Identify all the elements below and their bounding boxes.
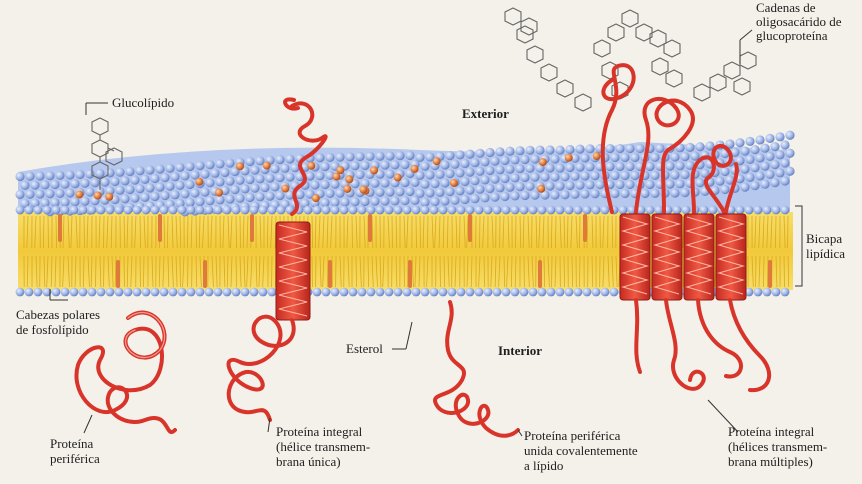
glycolipid-label: Glucolípido: [112, 95, 174, 110]
peripheral-protein: [74, 310, 177, 434]
sterol-molecules: [58, 152, 772, 288]
glycolipid-chain: [91, 117, 123, 190]
peripheral-protein-label-line2: periférica: [50, 451, 100, 466]
integral-single-label-line3: brana única): [276, 454, 341, 469]
oligosaccharide-label-line1: Cadenas de: [756, 0, 816, 15]
integral-multi-label-line2: (hélices transmem-: [728, 439, 827, 454]
bilayer-label-line1: Bicapa: [806, 231, 842, 246]
peripheral-lipid-label-line1: Proteína periférica: [524, 428, 621, 443]
integral-multi-label-line3: brana múltiples): [728, 454, 813, 469]
peripheral-protein-lipid-anchored: [432, 300, 520, 438]
integral-single-label-line2: (hélice transmem-: [276, 439, 370, 454]
interior-label: Interior: [498, 343, 542, 358]
oligosaccharide-label-line3: glucoproteína: [756, 28, 828, 43]
exterior-label: Exterior: [462, 106, 509, 121]
polar-heads-label-line1: Cabezas polares: [16, 307, 100, 322]
integral-single-label-line1: Proteína integral: [276, 424, 363, 439]
oligosaccharide-label-line2: oligosacárido de: [756, 14, 842, 29]
integral-protein-multi: [600, 63, 772, 393]
peripheral-lipid-label-line3: a lípido: [524, 458, 563, 473]
leader-lines: [49, 29, 803, 437]
integral-multi-label-line1: Proteína integral: [728, 424, 815, 439]
bilayer-label-line2: lipídica: [806, 246, 845, 261]
peripheral-protein-label-line1: Proteína: [50, 436, 94, 451]
sterol-label: Esterol: [346, 341, 383, 356]
polar-heads-label-line2: de fosfolípido: [16, 322, 89, 337]
integral-protein-single: [226, 97, 328, 422]
oligosaccharide-chains: [504, 7, 757, 112]
peripheral-lipid-label-line2: unida covalentemente: [524, 443, 638, 458]
